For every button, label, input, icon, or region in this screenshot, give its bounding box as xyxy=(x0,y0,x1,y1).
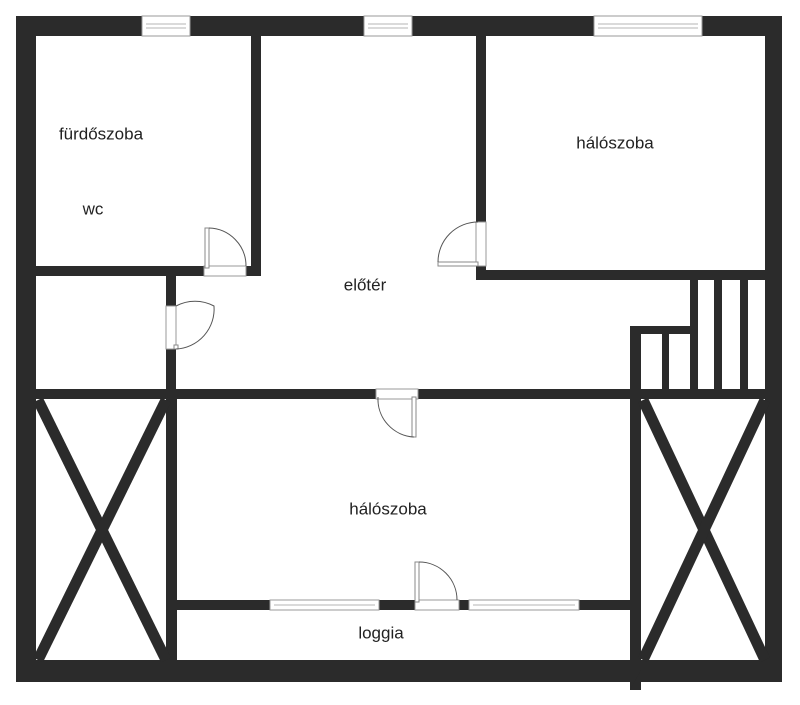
label-bedroom-top: hálószoba xyxy=(576,133,654,152)
wall-right xyxy=(765,16,782,682)
wall-left xyxy=(16,16,36,682)
wall-middle-right xyxy=(418,389,767,399)
wall-notch xyxy=(630,670,641,690)
door-loggia xyxy=(414,561,460,611)
window-top-left xyxy=(141,15,191,37)
wall-bedroom-bottom xyxy=(476,270,767,280)
wall-bottom xyxy=(16,660,782,682)
door-bathroom xyxy=(203,227,247,277)
window-loggia-right xyxy=(468,599,580,611)
windows xyxy=(141,15,703,611)
left-shaft-diagonal-b xyxy=(33,397,171,663)
wall-loggia-c xyxy=(459,600,469,610)
stair-tread-3 xyxy=(740,278,748,394)
stair-tread-4 xyxy=(662,326,669,394)
label-hallway: előtér xyxy=(344,275,387,294)
room-labels: fürdőszoba wc hálószoba előtér hálószoba… xyxy=(59,124,654,642)
door-bedroom-top xyxy=(437,221,487,267)
wall-shaft-right xyxy=(630,326,641,690)
wall-bathroom-bottom-left xyxy=(34,266,204,276)
wall-loggia-d xyxy=(579,600,635,610)
interior-walls xyxy=(34,34,767,690)
staircase xyxy=(630,278,748,394)
wall-loggia-b xyxy=(379,600,415,610)
label-loggia: loggia xyxy=(358,623,404,642)
label-bedroom-bottom: hálószoba xyxy=(349,499,427,518)
wall-closet-upper xyxy=(166,272,176,306)
wall-shaft-left xyxy=(166,389,177,665)
right-shaft-diagonal-b xyxy=(638,397,770,663)
wall-bedroom-left-upper xyxy=(476,34,486,222)
outer-walls xyxy=(16,16,782,682)
wall-bathroom-bottom-right xyxy=(246,266,261,276)
window-top-middle xyxy=(363,15,413,37)
doors xyxy=(165,221,487,611)
label-bathroom: fürdőszoba xyxy=(59,124,144,143)
wall-closet-lower xyxy=(166,349,176,395)
wall-loggia-a xyxy=(176,600,270,610)
window-loggia-left xyxy=(269,599,380,611)
right-shaft xyxy=(638,397,770,663)
label-wc: wc xyxy=(82,199,104,218)
left-shaft xyxy=(33,397,171,663)
stair-tread-1 xyxy=(690,278,698,394)
wall-bathroom-right xyxy=(251,34,261,276)
door-closet xyxy=(165,300,215,350)
window-top-right xyxy=(593,15,703,37)
stair-tread-2 xyxy=(714,278,722,394)
door-bedroom-bottom xyxy=(375,388,419,438)
wall-middle-left xyxy=(34,389,376,399)
